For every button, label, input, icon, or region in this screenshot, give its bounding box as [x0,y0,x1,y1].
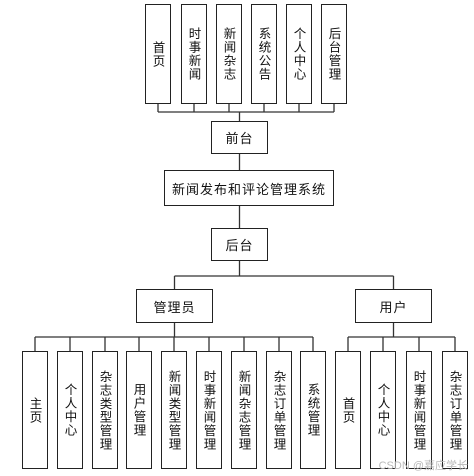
frontend-module-3-label: 新闻杂志 [221,27,237,81]
user-label: 用户 [379,300,408,316]
user-node: 用户 [355,289,432,323]
admin-module-9: 系统管理 [300,351,326,469]
admin-module-3: 杂志类型管理 [92,351,118,469]
user-module-4: 杂志订单管理 [442,351,468,469]
admin-module-2: 个人中心 [57,351,83,469]
frontend-module-5: 个人中心 [286,4,312,104]
frontend-module-2-label: 时事新闻 [186,27,202,81]
frontend-module-3: 新闻杂志 [216,4,242,104]
user-module-3: 时事新闻管理 [406,351,432,469]
admin-module-1-label: 主页 [27,396,43,424]
system-title: 新闻发布和评论管理系统 [171,182,326,198]
admin-module-5: 新闻类型管理 [161,351,187,469]
system-title-node: 新闻发布和评论管理系统 [164,170,334,206]
user-module-1-label: 首页 [340,396,356,424]
admin-module-5-label: 新闻类型管理 [166,369,182,451]
frontend-module-6-label: 后台管理 [326,27,342,81]
backend-label: 后台 [225,239,254,254]
admin-module-1: 主页 [22,351,48,469]
user-module-1: 首页 [335,351,361,469]
admin-module-6: 时事新闻管理 [196,351,222,469]
frontend-label: 前台 [225,132,254,147]
frontend-node: 前台 [211,121,268,154]
admin-module-6-label: 时事新闻管理 [201,369,217,451]
frontend-module-1: 首页 [145,4,171,104]
user-module-4-label: 杂志订单管理 [447,369,463,451]
admin-module-4: 用户管理 [126,351,152,469]
admin-module-8: 杂志订单管理 [266,351,292,469]
admin-module-7-label: 新闻杂志管理 [236,369,252,451]
admin-node: 管理员 [136,289,213,323]
frontend-module-1-label: 首页 [150,40,166,68]
admin-module-8-label: 杂志订单管理 [271,369,287,451]
admin-module-3-label: 杂志类型管理 [97,369,113,451]
user-module-2: 个人中心 [370,351,396,469]
admin-module-9-label: 系统管理 [305,383,321,437]
frontend-module-2: 时事新闻 [181,4,207,104]
user-module-3-label: 时事新闻管理 [411,369,427,451]
admin-module-7: 新闻杂志管理 [231,351,257,469]
admin-label: 管理员 [153,300,196,316]
frontend-module-6: 后台管理 [321,4,347,104]
watermark: CSDN @嘉应学长 [378,460,468,472]
user-module-2-label: 个人中心 [375,383,391,437]
backend-node: 后台 [211,228,268,261]
frontend-module-4: 系统公告 [251,4,277,104]
admin-module-4-label: 用户管理 [131,383,147,437]
frontend-module-5-label: 个人中心 [291,27,307,81]
admin-module-2-label: 个人中心 [62,383,78,437]
frontend-module-4-label: 系统公告 [256,27,272,81]
